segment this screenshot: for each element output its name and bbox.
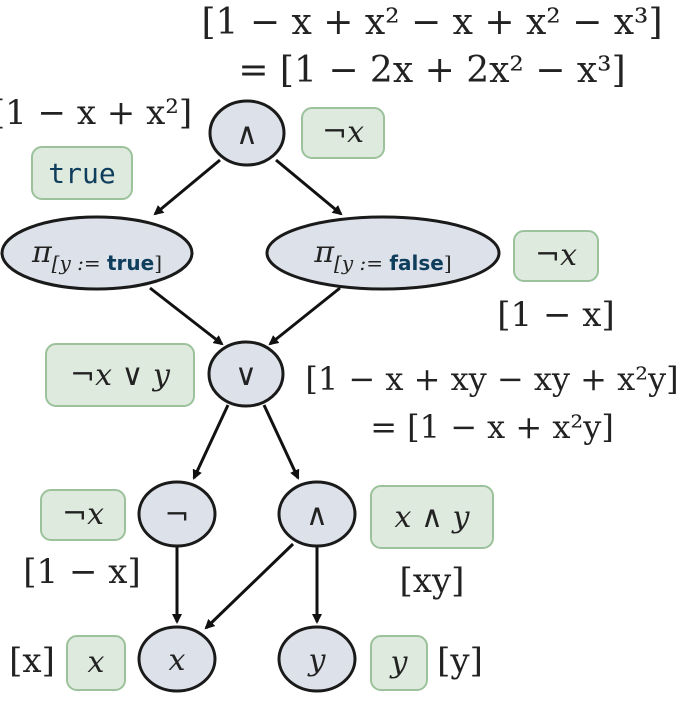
y-node [277, 625, 357, 693]
and-top-symbol: ∧ [236, 117, 258, 152]
and-top-formula-box [301, 107, 385, 159]
y-formula-box [370, 635, 428, 691]
true-box [31, 146, 133, 200]
and-bottom-poly: [xy] [400, 561, 465, 601]
or-poly-line2: = [1 − x + x²y] [370, 408, 614, 446]
pi-false-val: false [389, 251, 444, 275]
edge-and-to-pi-false [275, 158, 343, 216]
pi-false-poly: [1 − x] [497, 295, 614, 335]
and-bottom-symbol: ∧ [306, 498, 328, 533]
and-top-poly: [1 − x + x²] [0, 93, 192, 133]
pi-false-end: ] [444, 251, 452, 275]
x-poly: [x] [9, 641, 55, 681]
pi-true-label: π[y := true] [31, 235, 162, 275]
pi-true-end: ] [154, 251, 162, 275]
y-poly: [y] [437, 641, 483, 681]
edge-and-to-x [204, 542, 295, 630]
pi-true-pi: π [31, 235, 53, 270]
or-formula-box [45, 343, 195, 407]
not-formula: ¬x [62, 497, 104, 532]
y-formula: y [389, 645, 409, 680]
or-formula: ¬x ∨ y [70, 358, 171, 393]
edge-or-to-not [192, 404, 230, 480]
pi-false-sub: [y := [334, 251, 389, 275]
or-poly-line1: [1 − x + xy − xy + x²y] [305, 360, 678, 398]
pi-false-formula: ¬x [535, 238, 577, 273]
top-poly-line2: = [1 − 2x + 2x² − x³] [238, 50, 625, 91]
pi-true-sub: [y := [52, 251, 107, 275]
x-node [137, 625, 217, 693]
not-symbol: ¬ [164, 498, 189, 533]
not-formula-box [40, 489, 126, 541]
true-label: true [48, 157, 115, 190]
and-top-node [208, 99, 286, 167]
or-node [207, 340, 285, 408]
pi-false-pi: π [313, 235, 335, 270]
x-formula-box [66, 635, 126, 691]
not-poly: [1 − x] [23, 552, 140, 592]
and-bottom-formula: x ∧ y [395, 500, 471, 535]
x-formula: x [88, 645, 105, 680]
pi-false-formula-box [513, 230, 599, 282]
edge-pi-false-to-or [268, 286, 341, 346]
or-symbol: ∨ [235, 358, 257, 393]
not-node [137, 480, 217, 548]
pi-false-label: π[y := false] [313, 235, 451, 275]
and-bottom-node [277, 480, 357, 548]
pi-true-node [0, 215, 194, 291]
pi-true-val: true [107, 251, 154, 275]
top-poly-line1: [1 − x + x² − x + x² − x³] [201, 2, 662, 43]
edge-and-to-pi-true [153, 158, 221, 216]
and-bottom-formula-box [370, 485, 494, 549]
edge-pi-true-to-or [149, 286, 224, 346]
edge-or-to-and [262, 404, 300, 480]
and-top-formula: ¬x [322, 115, 364, 150]
pi-false-node [265, 215, 501, 291]
x-symbol: x [169, 643, 186, 678]
y-symbol: y [307, 643, 327, 678]
